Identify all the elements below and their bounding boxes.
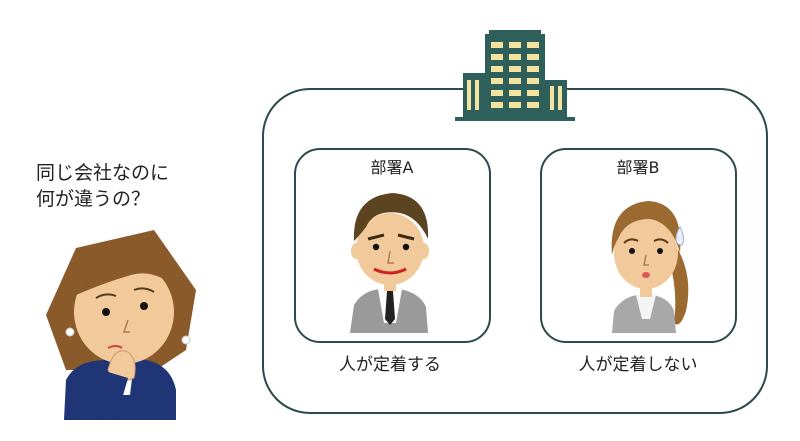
department-b-label: 部署B	[616, 158, 660, 177]
building-icon	[455, 30, 575, 121]
question-line-1: 同じ会社なのに	[36, 162, 170, 184]
question-line-2: 何が違うの？	[36, 188, 151, 210]
department-b-box	[540, 148, 737, 343]
department-a-box	[294, 148, 491, 343]
department-b-caption: 人が定着しない	[578, 355, 698, 375]
department-a-label: 部署A	[370, 158, 414, 177]
department-a-caption: 人が定着する	[339, 355, 441, 375]
smiling-man-icon	[350, 193, 429, 333]
thinking-woman-icon	[46, 230, 196, 420]
question-text: 同じ会社なのに 何が違うの？	[36, 160, 256, 212]
worried-woman-icon	[611, 201, 689, 333]
